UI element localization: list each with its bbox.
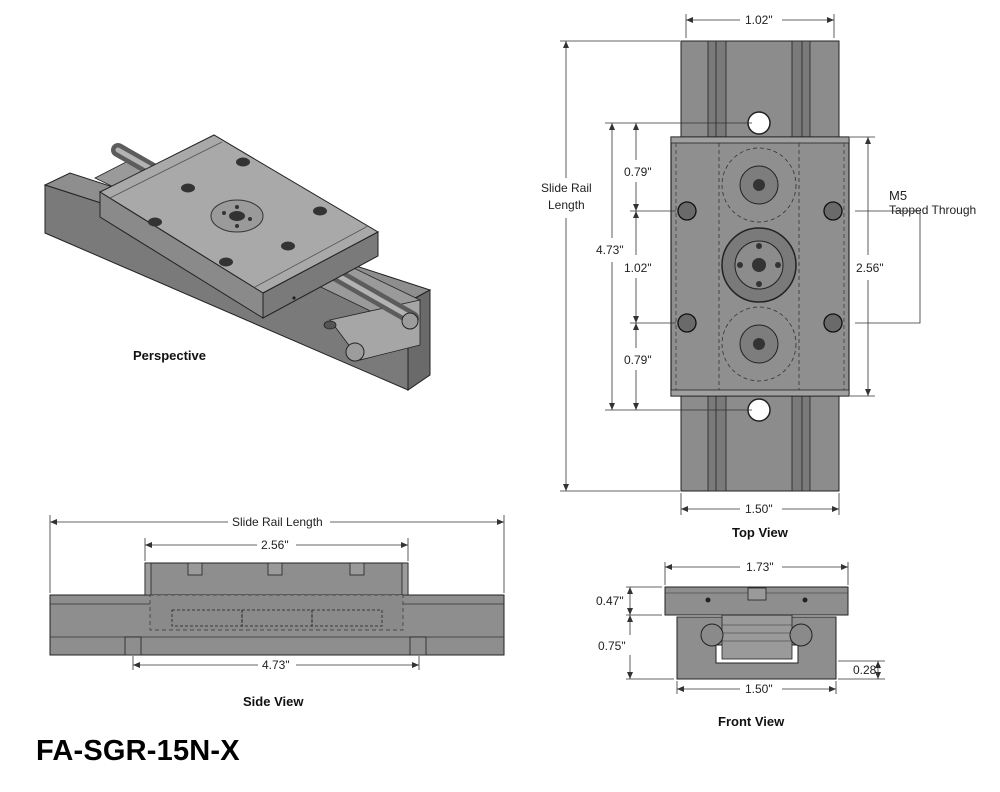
top-carriage-length-dim: 4.73" [596,243,624,257]
side-carriage-width-dim: 2.56" [261,538,289,552]
top-rail-width-dim: 1.02" [745,13,773,27]
front-base-height-dim: 0.28" [853,663,881,677]
front-view-label: Front View [718,714,785,729]
side-carriage-length-dim: 4.73" [262,658,290,672]
top-base-width-dim: 1.50" [745,502,773,516]
hole-spacing-mid-dim: 1.02" [624,261,652,275]
thread-size: M5 [889,188,907,203]
perspective-label: Perspective [133,348,206,363]
front-carriage-width-dim: 1.73" [746,560,774,574]
side-view-label: Side View [243,694,304,709]
hole-spacing-top-dim: 0.79" [624,165,652,179]
front-view [664,586,849,680]
slide-rail-length-dim-line2: Length [548,198,585,212]
top-view-dimensions [560,14,921,515]
front-base-width-dim: 1.50" [745,682,773,696]
hole-spacing-bottom-dim: 0.79" [624,353,652,367]
side-view [49,562,505,656]
front-carriage-height-dim: 0.47" [596,594,624,608]
slide-rail-length-dim-line1: Slide Rail [541,181,592,195]
top-view-label: Top View [732,525,789,540]
top-carriage-width-dim: 2.56" [856,261,884,275]
side-view-dimensions [49,515,505,670]
thread-note: Tapped Through [889,203,976,217]
part-number: FA-SGR-15N-X [36,735,240,767]
side-slide-rail-length-dim: Slide Rail Length [232,515,323,529]
top-view [670,40,850,492]
front-overall-height-dim: 0.75" [598,639,626,653]
perspective-view [43,134,432,391]
front-view-dimensions [626,562,885,694]
